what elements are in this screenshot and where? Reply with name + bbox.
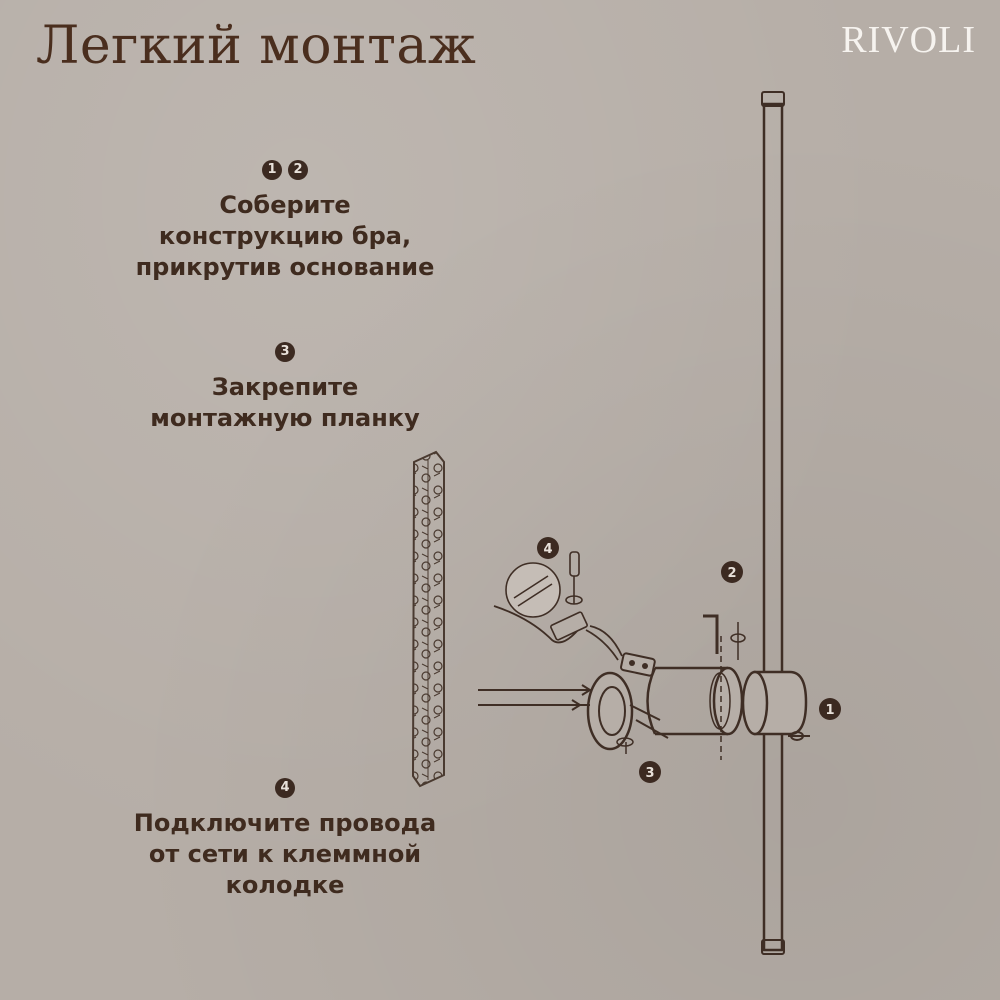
step-text-line: колодке bbox=[225, 871, 345, 899]
mounting-plate bbox=[411, 450, 445, 788]
step-connect-wires: 4 Подключите провода от сети к клеммной … bbox=[90, 778, 480, 901]
step-text-line: Закрепите bbox=[211, 373, 359, 401]
step-number-badge: 1 bbox=[262, 160, 282, 180]
step-number-badge: 2 bbox=[288, 160, 308, 180]
step-mount-plate: 3 Закрепите монтажную планку bbox=[100, 342, 470, 434]
marker-badge: 2 bbox=[721, 561, 743, 583]
page-title: Легкий монтаж bbox=[36, 16, 477, 76]
step-number-badge: 3 bbox=[275, 342, 295, 362]
step-text-line: монтажную планку bbox=[150, 404, 420, 432]
step-numbers: 4 bbox=[90, 778, 480, 798]
marker-badge: 4 bbox=[537, 537, 559, 559]
wall-flange bbox=[586, 671, 634, 754]
step-number-badge: 4 bbox=[275, 778, 295, 798]
step-text-line: конструкцию бра, bbox=[158, 222, 412, 250]
marker-label: 2 bbox=[727, 566, 736, 581]
step-numbers: 3 bbox=[100, 342, 470, 362]
step-numbers: 1 2 bbox=[100, 160, 470, 180]
lamp-bar bbox=[761, 91, 785, 955]
marker-label: 4 bbox=[543, 542, 552, 557]
marker-badge: 1 bbox=[819, 698, 841, 720]
marker-label: 1 bbox=[825, 703, 834, 718]
lamp-arm bbox=[646, 636, 744, 760]
wires bbox=[493, 605, 623, 661]
step-text-line: от сети к клеммной bbox=[148, 840, 422, 868]
connection-sketch bbox=[505, 551, 588, 641]
brand-logo: RIVOLI bbox=[841, 19, 976, 61]
guide-lines bbox=[478, 684, 810, 741]
step-text-line: прикрутив основание bbox=[135, 253, 435, 281]
marker-badge: 3 bbox=[639, 761, 661, 783]
terminal-block bbox=[620, 652, 656, 677]
allen-key bbox=[703, 614, 746, 660]
step-text-line: Подключите провода bbox=[133, 809, 437, 837]
step-text-line: Соберите bbox=[219, 191, 351, 219]
step-assemble: 1 2 Соберите конструкцию бра, прикрутив … bbox=[100, 160, 470, 283]
marker-label: 3 bbox=[645, 766, 654, 781]
